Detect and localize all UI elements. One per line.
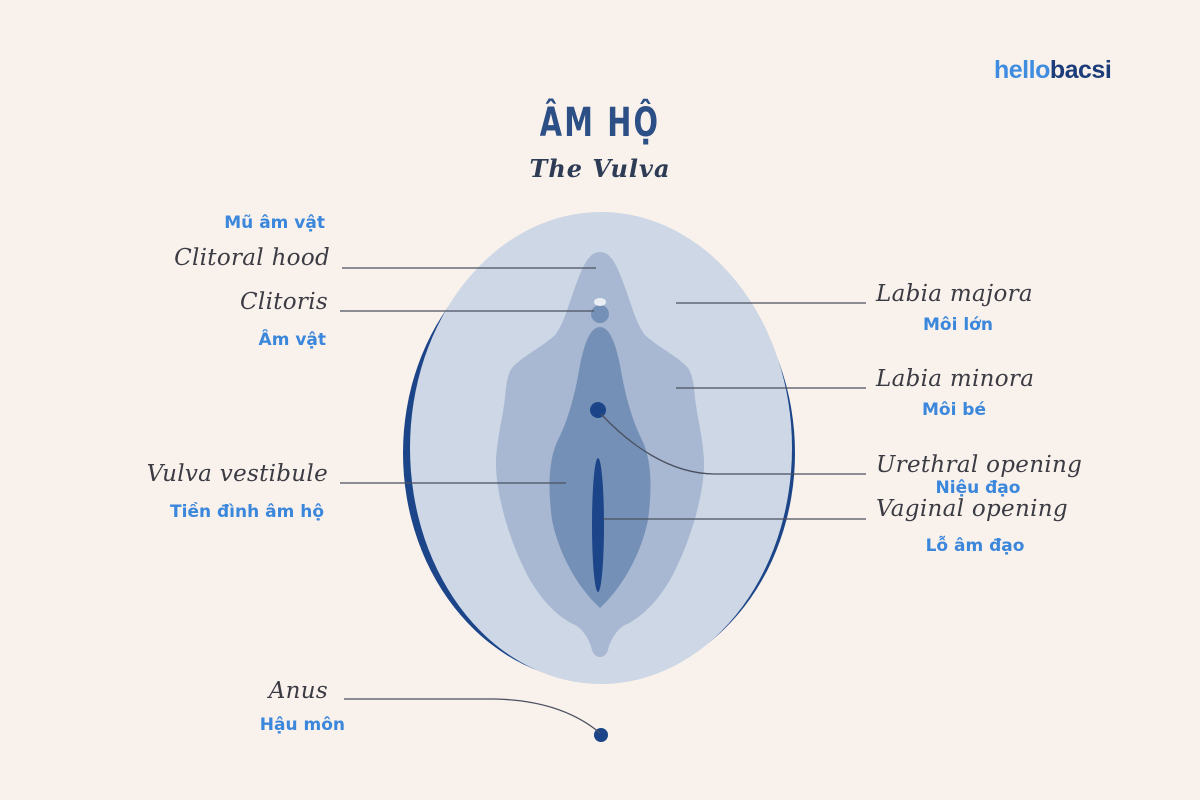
hellobacsi-logo: hellobacsi xyxy=(994,56,1112,85)
anus-leader xyxy=(344,698,601,734)
label-vestibule-en: Vulva vestibule xyxy=(146,461,328,487)
label-anus-vi: Hậu môn xyxy=(259,715,345,735)
logo-part-bacsi: bacsi xyxy=(1049,56,1112,84)
logo-part-hello: hello xyxy=(994,56,1050,84)
page-subtitle: The Vulva xyxy=(529,154,671,183)
label-labia-majora-en: Labia majora xyxy=(876,281,1033,307)
page-title: ÂM HỘ xyxy=(539,100,661,146)
label-clitoral-hood-en: Clitoral hood xyxy=(174,245,330,271)
label-urethral-vi: Niệu đạo xyxy=(935,478,1021,498)
label-clitoral-hood-vi: Mũ âm vật xyxy=(224,213,325,233)
urethral-leader xyxy=(600,413,866,475)
urethral-opening-dot xyxy=(590,402,606,418)
label-vaginal-en: Vaginal opening xyxy=(876,496,1068,522)
label-clitoris-en: Clitoris xyxy=(240,289,328,315)
label-anus-en: Anus xyxy=(268,678,328,704)
label-labia-minora-en: Labia minora xyxy=(876,366,1035,392)
vaginal-opening-shape xyxy=(592,458,604,592)
label-clitoris-vi: Âm vật xyxy=(258,330,326,350)
label-urethral-en: Urethral opening xyxy=(876,452,1083,478)
label-vaginal-vi: Lỗ âm đạo xyxy=(925,536,1025,556)
label-labia-minora-vi: Môi bé xyxy=(921,400,987,420)
clitoris-highlight xyxy=(594,298,606,306)
label-vestibule-vi: Tiền đình âm hộ xyxy=(170,502,324,522)
label-labia-majora-vi: Môi lớn xyxy=(923,315,993,335)
